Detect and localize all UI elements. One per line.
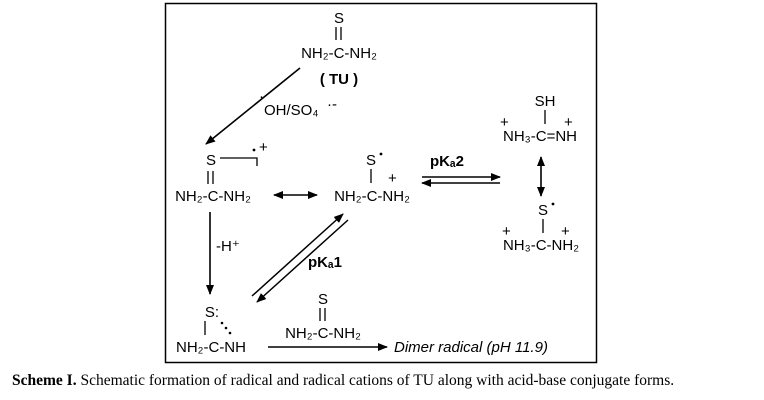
reagent-superscript: ·- [327,96,337,113]
neutral-radical-dot-2 [224,326,228,330]
tu-formula: NH₂-C-NH₂ [301,45,377,62]
radical-cation-formula: NH₂-C-NH₂ [175,188,251,205]
center-radical-charge: + [388,170,397,187]
radical-cation-sulfur: S [206,152,216,169]
center-radical-formula: NH₂-C-NH₂ [334,188,410,205]
arrow-tu-to-radical-cation [205,67,301,145]
bottom-right-sulfur: S [538,202,548,219]
radical-cation-charge: + [259,139,268,156]
bottom-right-charge-left: + [502,223,511,240]
neutral-radical-formula: NH₂-C-NH [176,339,246,356]
bottom-right-formula: NH₃-C-NH₂ [503,237,579,254]
neutral-radical-dot-3 [228,331,232,335]
top-right-charge-right: + [564,114,573,131]
top-right-formula: NH₃-C=NH [503,128,577,145]
top-right-sh: SH [535,93,556,110]
molecule-tu: S NH₂-C-NH₂ ( TU ) [301,10,377,88]
reagent-label: OH/SO₄ [264,102,318,119]
tu-name: ( TU ) [320,71,358,88]
scheme-frame [164,2,598,364]
deprotonation-label: -H⁺ [216,238,240,255]
caption-label: Scheme I. [12,372,77,389]
neutral-radical-sulfur: S: [205,304,219,321]
dimer-product-label: Dimer radical (pH 11.9) [394,339,548,356]
dimer-reagent-sulfur: S [318,291,328,308]
molecule-radical-cation: S + NH₂-C-NH₂ [175,139,268,205]
molecule-top-right: SH + + NH₃-C=NH [500,93,577,145]
center-radical-sulfur: S [366,152,376,169]
caption-text: Schematic formation of radical and radic… [76,372,675,389]
tu-sulfur: S [334,10,344,27]
bottom-right-charge-right: + [561,223,570,240]
pka2-label: pKₐ2 [430,153,464,170]
equilibrium-arrow-pka1-back [256,219,349,303]
top-right-charge-left: + [500,114,509,131]
molecule-bottom-right: S + + NH₃-C-NH₂ [502,202,579,254]
radical-cation-dot [252,148,256,152]
molecule-dimer-reagent: S NH₂-C-NH₂ [285,291,361,342]
reagent-radical-dot: · [259,88,264,105]
reaction-scheme: S NH₂-C-NH₂ ( TU ) · OH/SO₄ ·- S + NH₂-C… [164,2,598,364]
molecule-neutral-radical: S: NH₂-C-NH [176,304,246,356]
scheme-caption: Scheme I. Schematic formation of radical… [12,372,764,390]
molecule-center-radical: S + NH₂-C-NH₂ [334,152,410,205]
bottom-right-dot [551,202,555,206]
center-radical-dot [379,152,383,156]
dimer-reagent-formula: NH₂-C-NH₂ [285,325,361,342]
equilibrium-arrow-pka1-forward [251,213,344,297]
pka1-label: pKₐ1 [308,254,342,271]
radical-cation-bracket [220,157,258,166]
neutral-radical-dot-1 [220,321,224,325]
